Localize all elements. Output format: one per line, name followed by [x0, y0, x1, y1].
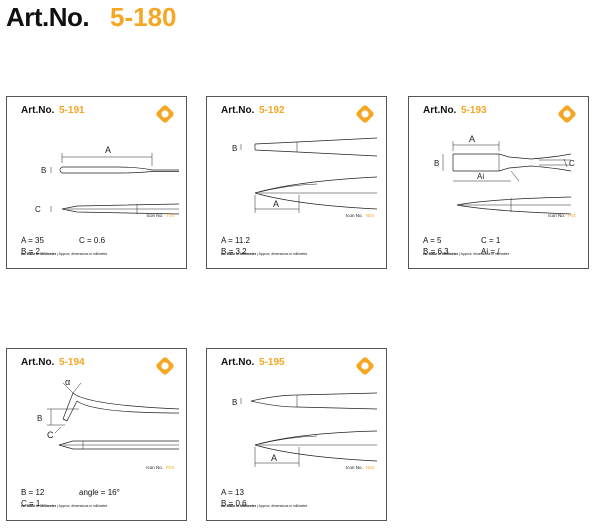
icon-number: Icon No.P03: [146, 465, 174, 470]
dim-label-c: C: [47, 430, 54, 440]
dimensions-note: ca. Maße in Millimeter | Approx. dimensi…: [21, 252, 108, 256]
product-card-5-194: Art.No. 5-194 α B C Icon No.P03 B = 12 a…: [6, 348, 187, 521]
card-title: Art.No.: [221, 105, 255, 116]
product-card-5-195: Art.No. 5-195 B A Icon No.N03 A = 13 B =…: [206, 348, 387, 521]
tweezer-drawing: B A: [232, 392, 378, 467]
spec-c: C = 0.6: [79, 236, 106, 245]
card-article-number: 5-192: [259, 105, 285, 116]
card-article-number: 5-191: [59, 105, 85, 116]
card-article-number: 5-193: [461, 105, 487, 116]
dim-label-alpha: α: [65, 377, 70, 387]
card-title: Art.No.: [21, 357, 55, 368]
tweezer-drawing: α B C: [37, 377, 180, 450]
dim-label-c: C: [35, 205, 41, 214]
orange-badge-icon: [558, 105, 576, 123]
spec-a: A = 13: [221, 488, 244, 497]
icon-number: Icon No.N04: [345, 213, 374, 218]
dimensions-note: ca. Maße in Millimeter | Approx. dimensi…: [21, 504, 108, 508]
spec-angle: angle = 16°: [79, 488, 120, 497]
orange-badge-icon: [156, 105, 174, 123]
card-title: Art.No.: [423, 105, 457, 116]
dimensions-note: ca. Maße in Millimeter | Approx. dimensi…: [423, 252, 510, 256]
card-article-number: 5-194: [59, 357, 85, 368]
spec-b: B = 6.3: [423, 247, 449, 256]
icon-number: Icon No.N03: [345, 465, 374, 470]
dim-label-b: B: [232, 398, 237, 407]
spec-a: A = 5: [423, 236, 442, 245]
icon-number: Icon No.P01: [548, 213, 576, 218]
spec-b: B = 2: [21, 247, 40, 256]
dim-label-c: C: [569, 159, 575, 168]
orange-badge-icon: [356, 105, 374, 123]
product-card-5-191: Art.No. 5-191 A B C Icon No.T04 A = 35 C…: [6, 96, 187, 269]
spec-b: B = 3.2: [221, 247, 247, 256]
dim-label-b: B: [434, 159, 439, 168]
spec-c: C = 1: [481, 236, 501, 245]
dim-label-b: B: [232, 144, 237, 153]
card-article-number: 5-195: [259, 357, 285, 368]
icon-number: Icon No.T04: [146, 213, 174, 218]
dim-label-a: A: [105, 145, 111, 155]
spec-a: A = 11.2: [221, 236, 250, 245]
spec-c: C = 1: [21, 499, 41, 508]
tweezer-drawing: A B C: [35, 145, 180, 215]
dim-label-ai: Ai: [477, 172, 484, 181]
orange-badge-icon: [156, 357, 174, 375]
tweezer-drawing: A B C Ai: [434, 134, 575, 215]
dim-label-b: B: [41, 166, 46, 175]
page-article-number: 5-180: [110, 2, 177, 32]
dim-label-b: B: [37, 414, 42, 423]
spec-a: A = 35: [21, 236, 44, 245]
dim-label-a: A: [273, 199, 279, 209]
card-title: Art.No.: [21, 105, 55, 116]
page-title-label: Art.No.: [6, 2, 90, 32]
dimensions-note: ca. Maße in Millimeter | Approx. dimensi…: [221, 504, 308, 508]
dim-label-a: A: [469, 134, 475, 144]
product-card-5-193: Art.No. 5-193 A B C Ai Icon No.P01 A = 5…: [408, 96, 589, 269]
spec-b: B = 12: [21, 488, 45, 497]
dim-label-a: A: [271, 453, 277, 463]
spec-ai: Ai = /: [481, 247, 500, 256]
tweezer-drawing: B A: [232, 137, 378, 213]
product-card-5-192: Art.No. 5-192 B A Icon No.N04 A = 11.2 B…: [206, 96, 387, 269]
dimensions-note: ca. Maße in Millimeter | Approx. dimensi…: [221, 252, 308, 256]
card-title: Art.No.: [221, 357, 255, 368]
spec-b: B = 0.6: [221, 499, 247, 508]
orange-badge-icon: [356, 357, 374, 375]
